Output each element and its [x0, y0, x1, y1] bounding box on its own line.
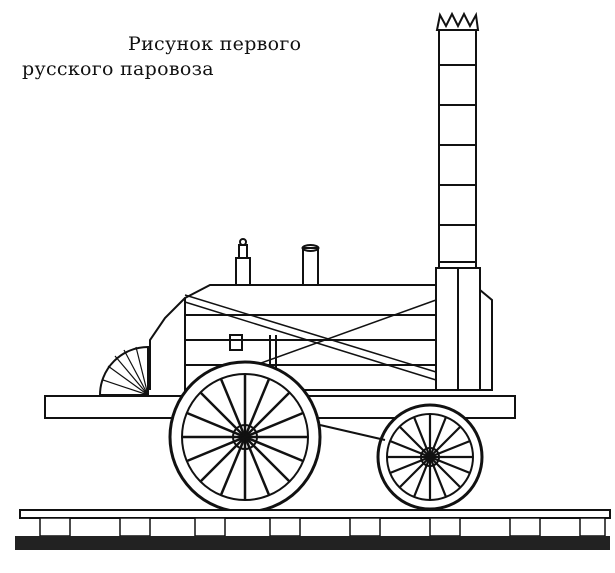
- firebox: [435, 267, 493, 391]
- connecting-rod: [319, 424, 386, 441]
- railway-track: [15, 509, 611, 550]
- ground-hatching: [15, 536, 610, 550]
- rear-wheel: [376, 403, 484, 511]
- caption-line-1: Рисунок первого: [128, 33, 302, 55]
- driving-wheel: [168, 360, 322, 514]
- chimney: [435, 11, 480, 271]
- boiler: [149, 238, 437, 395]
- front-fan-wheel: [98, 345, 149, 396]
- caption-line-2: русского паровоза: [22, 58, 214, 80]
